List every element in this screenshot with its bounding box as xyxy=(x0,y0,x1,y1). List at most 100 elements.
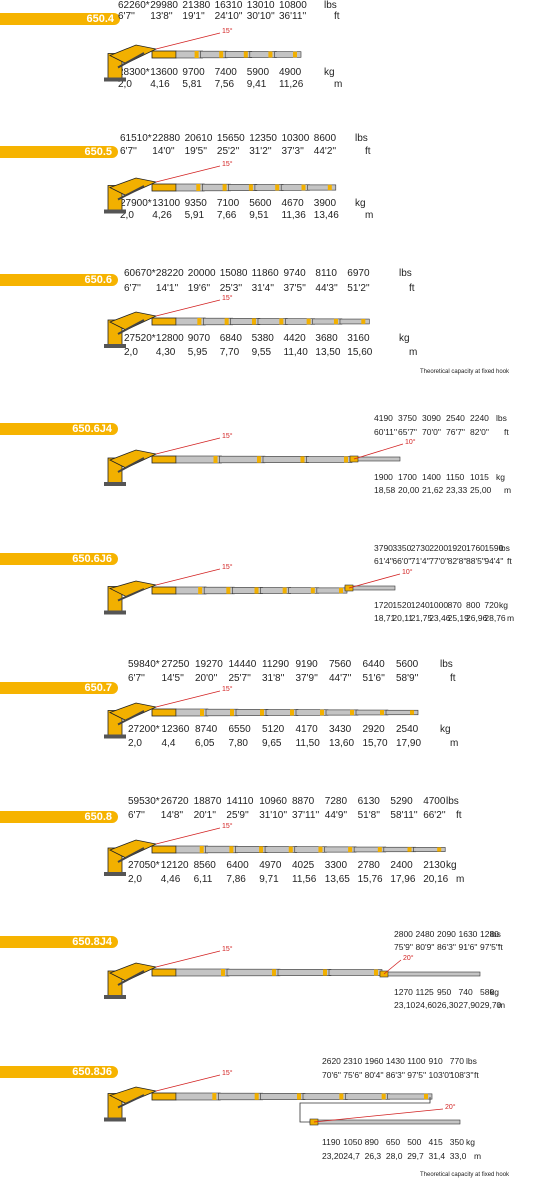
ft-value: 25'7'' xyxy=(228,673,251,684)
lbs-unit-label: lbs xyxy=(490,929,501,939)
ft-value: 75'6'' xyxy=(343,1070,363,1080)
m-value: 4,30 xyxy=(155,347,176,358)
lbs-value: 59840* xyxy=(128,659,160,670)
lift-cylinder xyxy=(117,185,145,201)
ft-value: 51'8'' xyxy=(357,810,381,821)
m-value: 29,7 xyxy=(407,1151,424,1161)
lbs-value: 11860 xyxy=(251,268,279,279)
extension-marker xyxy=(339,1093,344,1100)
model-tag: 650.8J4 xyxy=(0,936,118,948)
lbs-unit-label: lbs xyxy=(499,543,510,553)
kg-value: 1900 xyxy=(374,472,393,482)
m-value: 23,10 xyxy=(394,1000,416,1010)
crane-base xyxy=(104,1117,126,1122)
angle-line xyxy=(155,165,221,183)
m-value: 2,0 xyxy=(128,738,142,749)
ft-unit-label: ft xyxy=(365,146,371,157)
m-value: 7,86 xyxy=(226,874,246,885)
extension-marker xyxy=(222,184,227,191)
kg-value: 1720 xyxy=(374,600,393,610)
kg-value: 2130 xyxy=(423,860,446,871)
crane-base xyxy=(104,209,126,214)
m-value: 7,56 xyxy=(214,79,235,90)
lbs-value: 910 xyxy=(428,1056,443,1066)
extension-marker xyxy=(260,709,264,716)
m-value: 7,66 xyxy=(216,210,237,221)
m-value: 4,46 xyxy=(160,874,181,885)
lbs-unit-label: lbs xyxy=(496,413,507,423)
kg-value: 12360 xyxy=(161,724,190,735)
m-value: 23,33 xyxy=(446,485,468,495)
kg-value: 740 xyxy=(458,987,473,997)
extension-marker xyxy=(282,587,287,594)
kg-value: 2540 xyxy=(396,724,419,735)
ft-value: 75'9'' xyxy=(394,942,414,952)
m-value: 18,58 xyxy=(374,485,396,495)
kg-value: 8560 xyxy=(193,860,216,871)
ft-value: 14'0'' xyxy=(152,146,175,157)
kg-value: 3680 xyxy=(315,333,338,344)
extension-marker xyxy=(259,846,264,853)
kg-value: 7400 xyxy=(214,67,237,78)
m-unit-label: m xyxy=(409,347,418,358)
m-value: 9,51 xyxy=(249,210,269,221)
lbs-value: 3090 xyxy=(422,413,441,423)
ft-value: 66'0'' xyxy=(392,556,412,566)
extension-marker xyxy=(410,710,414,715)
lbs-unit-label: lbs xyxy=(440,659,453,670)
lbs-value: 27250 xyxy=(161,659,190,670)
kg-value: 27900* xyxy=(120,198,152,209)
m-value: 18,71 xyxy=(374,613,396,623)
ft-value: 66'2'' xyxy=(423,810,446,821)
lbs-value: 8110 xyxy=(315,268,337,279)
ft-value: 65'7'' xyxy=(398,427,418,437)
m-value: 13,65 xyxy=(324,874,350,885)
lbs-value: 1920 xyxy=(447,543,467,553)
lbs-unit-label: lbs xyxy=(324,0,337,11)
ft-value: 103'0'' xyxy=(428,1070,453,1080)
extension-marker xyxy=(257,456,261,463)
lbs-value: 2480 xyxy=(415,929,435,939)
ft-value: 20'0'' xyxy=(195,673,218,684)
ft-value: 25'3'' xyxy=(219,283,243,294)
lbs-value: 22880 xyxy=(152,133,181,144)
ft-unit-label: ft xyxy=(334,11,340,22)
angle-label: 15° xyxy=(222,685,233,693)
jib-link xyxy=(299,1097,431,1123)
jib-boom xyxy=(309,1119,461,1125)
lbs-value: 1280 xyxy=(480,929,499,939)
m-value: 31,4 xyxy=(428,1151,446,1161)
ft-unit-label: ft xyxy=(507,556,512,566)
jib-angle-line xyxy=(353,443,404,460)
extension-marker xyxy=(320,709,324,716)
kg-value: 1520 xyxy=(392,600,412,610)
lbs-unit-label: lbs xyxy=(355,133,368,144)
extension-marker xyxy=(272,969,276,976)
lbs-unit-label: lbs xyxy=(446,796,459,807)
kg-unit-label: kg xyxy=(496,472,505,482)
outer-boom xyxy=(151,1092,177,1101)
m-value: 5,91 xyxy=(184,210,205,221)
lbs-value: 9740 xyxy=(283,268,306,279)
ft-value: 20'1'' xyxy=(193,810,217,821)
m-value: 24,60 xyxy=(415,1000,437,1010)
lbs-value: 770 xyxy=(449,1056,464,1066)
ft-unit-label: ft xyxy=(450,673,456,684)
extension-marker xyxy=(297,1093,301,1100)
ft-value: 14'5'' xyxy=(161,673,184,684)
lbs-value: 14440 xyxy=(228,659,257,670)
ft-value: 80'9'' xyxy=(415,942,435,952)
angle-label: 15° xyxy=(222,945,233,953)
ft-value: 36'11'' xyxy=(279,11,307,22)
extension-marker xyxy=(248,184,253,191)
boom-extension xyxy=(307,184,337,191)
m-value: 9,65 xyxy=(262,738,282,749)
lift-cylinder xyxy=(117,970,145,986)
kg-value: 27050* xyxy=(128,860,160,871)
lbs-value: 3790 xyxy=(374,543,393,553)
kg-value: 950 xyxy=(437,987,452,997)
kg-value: 4900 xyxy=(279,67,302,78)
